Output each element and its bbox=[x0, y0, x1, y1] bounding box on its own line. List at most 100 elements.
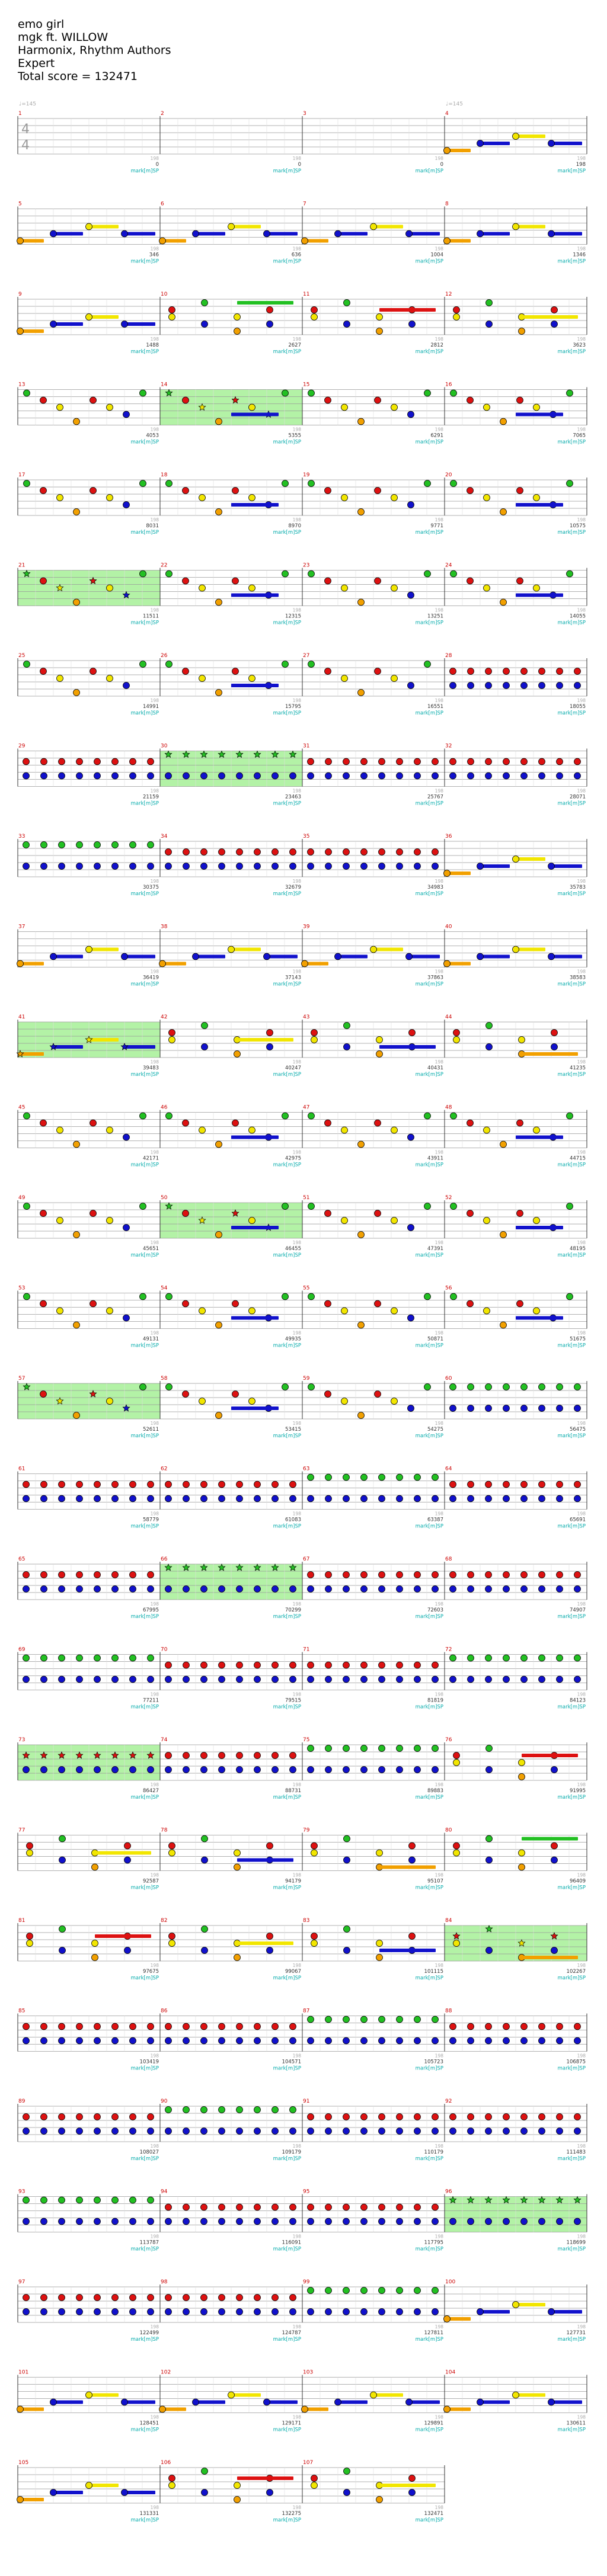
note bbox=[378, 2218, 385, 2225]
sustain-bar bbox=[480, 232, 510, 236]
note bbox=[424, 1112, 431, 1120]
note bbox=[449, 1481, 456, 1488]
measure-number: 40 bbox=[445, 924, 452, 930]
note bbox=[289, 1675, 296, 1683]
note bbox=[236, 1752, 243, 1759]
tick-label: 198 bbox=[435, 2053, 444, 2059]
note bbox=[408, 321, 416, 328]
note bbox=[254, 2203, 261, 2211]
note bbox=[520, 1495, 528, 1502]
sustain-bar bbox=[338, 2400, 368, 2404]
note bbox=[50, 953, 57, 960]
multiplier-label: mark[m]SP bbox=[416, 2337, 443, 2343]
note bbox=[73, 598, 80, 606]
note bbox=[378, 1661, 385, 1669]
note bbox=[485, 321, 493, 328]
note bbox=[215, 418, 222, 425]
multiplier-label: mark[m]SP bbox=[558, 1072, 586, 1078]
note bbox=[467, 1405, 474, 1412]
note bbox=[485, 1835, 493, 1843]
sustain-bar bbox=[20, 2498, 44, 2501]
measure-score: 35783 bbox=[570, 885, 586, 890]
note bbox=[391, 1217, 398, 1224]
sustain-bar bbox=[231, 1135, 279, 1139]
note bbox=[50, 230, 57, 238]
measure-score: 74907 bbox=[570, 1607, 586, 1613]
note bbox=[271, 2128, 279, 2135]
note bbox=[23, 2196, 30, 2204]
sustain-bar bbox=[409, 232, 440, 236]
measure-score: 36419 bbox=[143, 975, 159, 981]
tick-label: 198 bbox=[435, 1873, 444, 1878]
note bbox=[124, 1947, 131, 1954]
note bbox=[450, 570, 457, 578]
note bbox=[485, 1043, 493, 1050]
note bbox=[76, 863, 83, 870]
note bbox=[200, 1661, 207, 1669]
note bbox=[58, 2023, 65, 2030]
note bbox=[121, 953, 128, 960]
note bbox=[556, 1383, 563, 1390]
tick-label: 198 bbox=[151, 1331, 159, 1336]
note bbox=[574, 682, 581, 689]
note bbox=[467, 577, 474, 585]
measure-score: 46455 bbox=[285, 1246, 301, 1252]
sustain-bar bbox=[373, 225, 403, 229]
note bbox=[414, 2113, 421, 2120]
note bbox=[414, 863, 421, 870]
note bbox=[76, 2218, 83, 2225]
multiplier-label: mark[m]SP bbox=[273, 1433, 301, 1439]
measure-score: 127731 bbox=[567, 2330, 586, 2336]
note bbox=[94, 1654, 101, 1662]
note bbox=[111, 863, 119, 870]
note bbox=[343, 1835, 350, 1843]
note bbox=[201, 1925, 208, 1933]
note bbox=[574, 2218, 581, 2225]
tick-label: 198 bbox=[577, 246, 586, 252]
note bbox=[301, 237, 308, 245]
note bbox=[40, 1675, 47, 1683]
note bbox=[503, 682, 510, 689]
multiplier-label: mark[m]SP bbox=[131, 1433, 159, 1439]
sustain-bar bbox=[237, 1038, 293, 1042]
note bbox=[378, 1675, 385, 1683]
measure-score: 97675 bbox=[143, 1969, 159, 1975]
note bbox=[289, 2203, 296, 2211]
note bbox=[512, 2301, 519, 2308]
note bbox=[520, 2023, 528, 2030]
measure-score: 105723 bbox=[424, 2059, 443, 2065]
measure-number: 47 bbox=[303, 1105, 309, 1111]
note bbox=[343, 1947, 350, 1954]
note bbox=[360, 2016, 368, 2023]
note bbox=[111, 1654, 119, 1662]
sustain-bar bbox=[516, 1135, 563, 1139]
note bbox=[538, 2128, 545, 2135]
note bbox=[200, 1495, 207, 1502]
multiplier-label: mark[m]SP bbox=[558, 1975, 586, 1981]
note bbox=[307, 2037, 314, 2045]
measure-number: 78 bbox=[161, 1828, 168, 1834]
note bbox=[111, 2196, 119, 2204]
note bbox=[271, 1661, 279, 1669]
star-note bbox=[22, 1751, 30, 1759]
note bbox=[533, 1307, 540, 1315]
note bbox=[538, 2218, 545, 2225]
multiplier-label: mark[m]SP bbox=[558, 168, 586, 174]
tick-label: 198 bbox=[151, 1511, 159, 1517]
note bbox=[432, 1745, 439, 1752]
note bbox=[200, 772, 207, 780]
note bbox=[200, 2218, 207, 2225]
tick-label: 198 bbox=[293, 969, 302, 975]
note bbox=[396, 2037, 403, 2045]
multiplier-label: mark[m]SP bbox=[558, 891, 586, 897]
note bbox=[414, 1766, 421, 1773]
note bbox=[378, 2037, 385, 2045]
note bbox=[407, 1405, 414, 1412]
note bbox=[201, 321, 208, 328]
note bbox=[40, 2128, 47, 2135]
note bbox=[58, 772, 65, 780]
note bbox=[414, 1745, 421, 1752]
note bbox=[236, 2308, 243, 2315]
note bbox=[94, 2128, 101, 2135]
note bbox=[324, 1300, 331, 1308]
